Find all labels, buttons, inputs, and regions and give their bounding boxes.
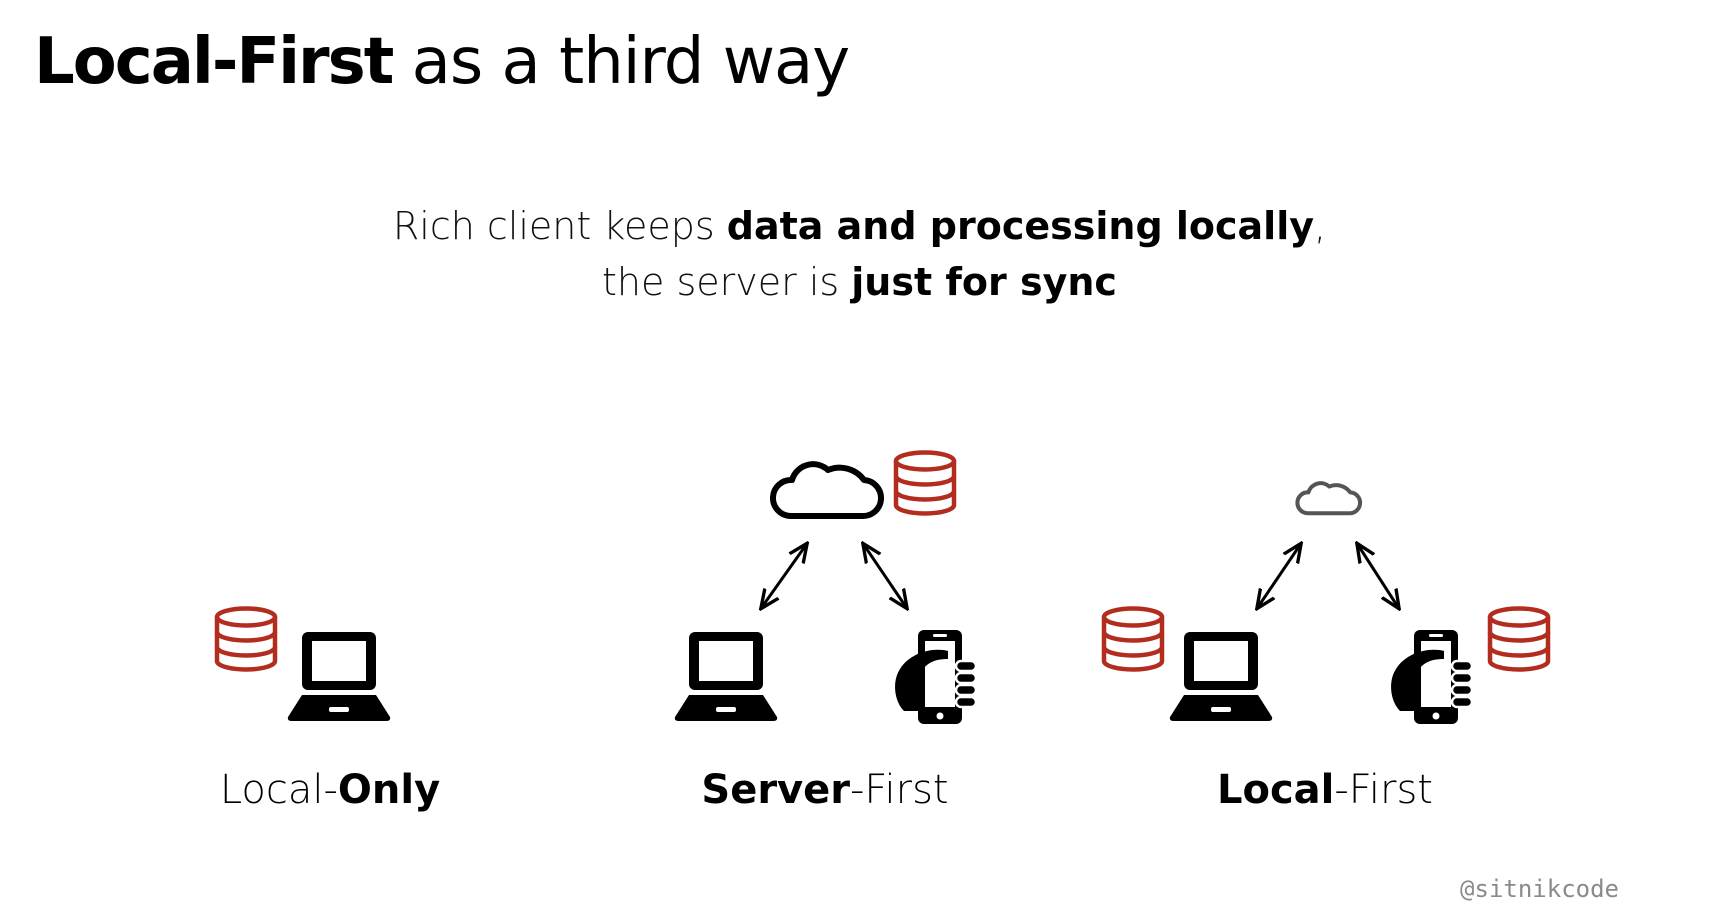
label-bold: Server bbox=[701, 767, 850, 813]
label-server-first: Server-First bbox=[680, 762, 970, 818]
label-local-only: Local-Only bbox=[190, 762, 470, 818]
label-local-first: Local-First bbox=[1180, 762, 1470, 818]
database-icon bbox=[1490, 609, 1548, 670]
double-arrow-icon bbox=[1358, 545, 1398, 607]
subtitle-line-2: the server is just for sync bbox=[0, 254, 1719, 310]
laptop-icon bbox=[1169, 632, 1273, 721]
page-title: Local-First as a third way bbox=[34, 22, 850, 102]
double-arrow-icon bbox=[864, 545, 906, 607]
label-bold: Only bbox=[337, 767, 441, 813]
double-arrow-icon bbox=[762, 545, 806, 607]
subtitle-line1-bold: data and processing locally bbox=[726, 204, 1314, 248]
author-handle: @sitnikcode bbox=[1460, 875, 1619, 903]
cloud-icon bbox=[773, 464, 881, 516]
laptop-icon bbox=[287, 632, 391, 721]
label-text: Local- bbox=[219, 767, 338, 813]
subtitle-line2-bold: just for sync bbox=[851, 260, 1117, 304]
database-icon bbox=[217, 609, 275, 670]
title-bold: Local-First bbox=[34, 25, 394, 99]
subtitle-line2-text: the server is bbox=[602, 260, 852, 304]
database-icon bbox=[896, 453, 954, 514]
cloud-icon bbox=[1297, 483, 1360, 513]
label-text: -First bbox=[849, 767, 949, 813]
subtitle-line-1: Rich client keeps data and processing lo… bbox=[0, 198, 1719, 254]
double-arrow-icon bbox=[1258, 545, 1300, 607]
subtitle-line1-punct: , bbox=[1314, 204, 1327, 248]
phone-in-hand-icon bbox=[1389, 628, 1474, 726]
subtitle-line1-text: Rich client keeps bbox=[392, 204, 727, 248]
phone-in-hand-icon bbox=[893, 628, 978, 726]
database-icon bbox=[1104, 609, 1162, 670]
title-rest: as a third way bbox=[392, 25, 850, 99]
laptop-icon bbox=[674, 632, 778, 721]
subtitle: Rich client keeps data and processing lo… bbox=[0, 198, 1719, 310]
label-text: -First bbox=[1334, 767, 1433, 813]
label-bold: Local bbox=[1216, 767, 1335, 813]
